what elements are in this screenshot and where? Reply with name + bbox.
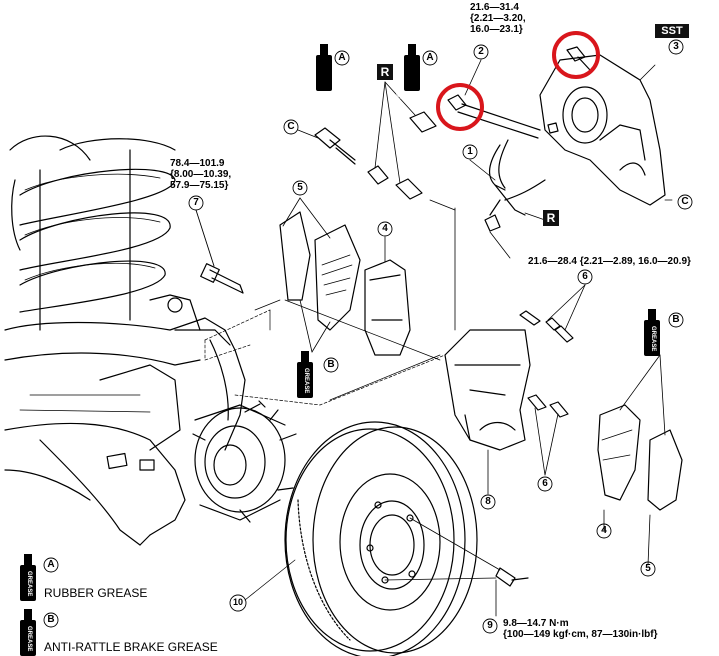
grease-can-text-legend-b: GREASE (26, 626, 32, 652)
coil-spring (9, 135, 176, 331)
torque-spec-hose-bolt: 21.6—28.4 {2.21—2.89, 16.0—20.9} (528, 256, 691, 267)
grease-can-text-2: GREASE (394, 86, 400, 112)
callout-6-top: 6 (582, 271, 588, 282)
steering-knuckle (4, 294, 246, 546)
replace-tag-pins: R (377, 64, 393, 80)
callout-9: 9 (487, 620, 493, 631)
callout-2: 2 (478, 46, 484, 57)
replace-tag-hose: R (543, 210, 559, 226)
callout-8: 8 (485, 496, 491, 507)
torque-spec-caliper-bolt: 21.6—31.4 {2.21—3.20, 16.0—23.1} (470, 2, 526, 35)
grease-a-mark-2: A (426, 52, 434, 63)
sst-tag: SST (655, 24, 689, 38)
brake-pads-left (279, 197, 411, 356)
slide-pins (297, 81, 437, 200)
legend-anti-rattle-grease: ANTI-RATTLE BRAKE GREASE (44, 640, 218, 654)
torque-spec-knuckle-bolt: 78.4—101.9 {8.00—10.39, 57.9—75.15} (170, 158, 232, 191)
point-c-left: C (287, 121, 295, 132)
grease-can-text-1: GREASE (306, 86, 312, 112)
callout-4-right: 4 (601, 525, 607, 536)
legend-rubber-grease: RUBBER GREASE (44, 586, 148, 600)
brake-pads-right (597, 354, 683, 566)
bleeder-screw (566, 46, 591, 71)
grease-b-mark-right: B (672, 314, 680, 325)
legend-b-mark: B (47, 614, 55, 625)
grease-b-mark-left: B (327, 359, 335, 370)
callout-10: 10 (232, 597, 243, 607)
grease-cans (20, 44, 660, 656)
pad-clips (519, 284, 586, 476)
brake-hose (469, 139, 546, 259)
caliper-bolt (447, 59, 541, 139)
assembly-guide-lines (204, 309, 446, 406)
highlight-circles (436, 31, 600, 131)
callout-circles (43, 39, 693, 634)
brake-caliper (539, 54, 673, 206)
caliper-bracket (429, 199, 531, 495)
knuckle-bolt (195, 209, 244, 294)
callout-1: 1 (467, 146, 473, 157)
point-c-right: C (681, 196, 689, 207)
torque-spec-disc-screw: 9.8—14.7 N·m {100—149 kgf·cm, 87—130in·l… (503, 618, 658, 640)
wheel-hub (192, 400, 297, 523)
callout-5-right: 5 (645, 563, 651, 574)
grease-can-text-4: GREASE (650, 326, 656, 352)
grease-can-text-legend-a: GREASE (26, 571, 32, 597)
leader-lines (244, 299, 441, 601)
callout-4-left: 4 (382, 223, 388, 234)
brake-disc (284, 421, 478, 656)
callout-6-bottom: 6 (542, 478, 548, 489)
grease-a-mark-1: A (338, 52, 346, 63)
disc-screw (384, 517, 529, 617)
callout-5-left: 5 (297, 182, 303, 193)
legend-a-mark: A (47, 559, 55, 570)
grease-can-text-3: GREASE (303, 368, 309, 394)
callout-7: 7 (193, 197, 199, 208)
callout-3: 3 (673, 41, 679, 52)
